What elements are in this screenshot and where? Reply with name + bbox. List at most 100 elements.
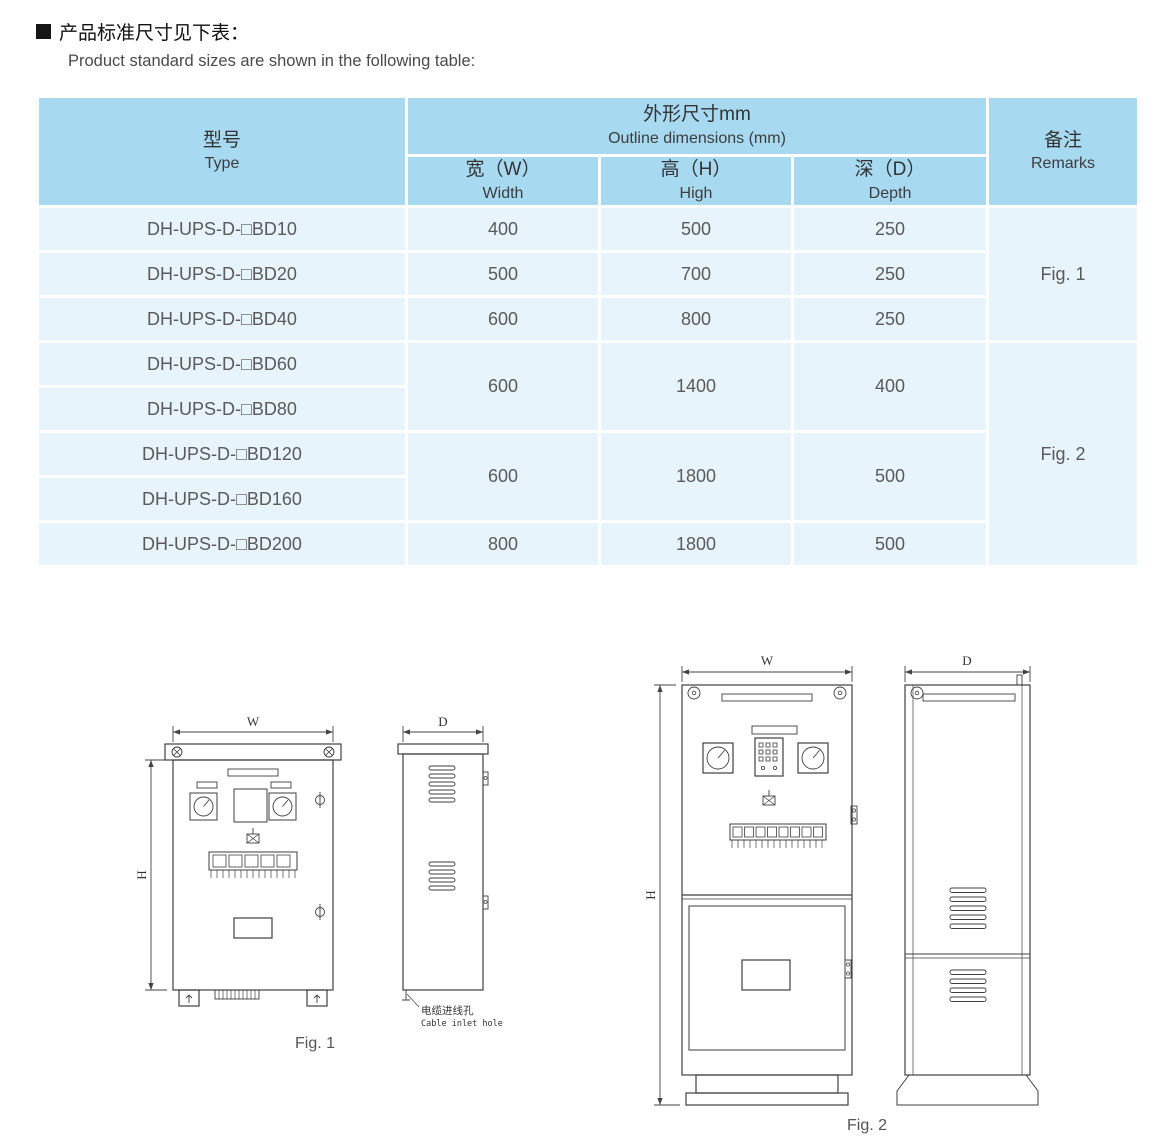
figure-2: W H D Fig. 2 — [630, 648, 1060, 1148]
cell-width: 400 — [408, 208, 598, 250]
cell-width: 600 — [408, 298, 598, 340]
fig1-bottom-box — [233, 917, 273, 939]
fig1-mounting-feet — [178, 989, 328, 1007]
cell-width-merged: 600 — [408, 433, 598, 520]
fig2-upper-hinge — [850, 805, 858, 825]
cell-width: 500 — [408, 253, 598, 295]
col-header-depth-zh: 深（D） — [854, 159, 926, 181]
fig2-side-louvers-upper — [949, 887, 987, 929]
fig1-left-gauge — [189, 792, 218, 821]
cell-type: DH-UPS-D-□BD200 — [39, 523, 405, 565]
table-row: DH-UPS-D-□BD160 — [39, 478, 1137, 520]
fig2-side-louvers-lower — [949, 969, 987, 1002]
fig1-dimension-lines — [145, 726, 334, 991]
cell-type: DH-UPS-D-□BD80 — [39, 388, 405, 430]
fig2-drawing: W H D Fig. 2 — [643, 653, 1039, 1134]
table-row: DH-UPS-D-□BD60 600 1400 400 Fig. 2 — [39, 343, 1137, 565]
col-header-remarks-zh: 备注 — [1043, 129, 1082, 151]
fig2-terminal-block — [729, 823, 827, 848]
cell-type: DH-UPS-D-□BD60 — [39, 343, 405, 385]
size-table: 型号 Type 外形尺寸mm Outline dimensions (mm) 备… — [36, 95, 1140, 568]
cell-remark-fig2: Fig. 2 — [989, 343, 1137, 565]
cell-high: 700 — [601, 253, 791, 295]
fig2-dimension-d — [904, 666, 1031, 682]
fig2-base — [685, 1074, 849, 1106]
fig2-dim-h-label: H — [643, 890, 658, 899]
col-header-remarks: 备注 Remarks — [989, 98, 1137, 205]
col-header-type-zh: 型号 — [202, 129, 241, 151]
fig1-side-knob-top — [315, 792, 325, 808]
cell-depth: 500 — [794, 523, 986, 565]
col-header-outline-zh: 外形尺寸mm — [643, 104, 751, 126]
fig1-terminal-block — [208, 851, 298, 878]
fig2-lifting-eyes — [687, 686, 847, 700]
table-row: DH-UPS-D-□BD40 600 800 250 — [39, 298, 1137, 340]
section-heading: 产品标准尺寸见下表： Product standard sizes are sh… — [36, 18, 475, 71]
fig1-dim-h-label: H — [134, 870, 149, 879]
col-header-high-en: High — [679, 184, 713, 202]
cell-type: DH-UPS-D-□BD20 — [39, 253, 405, 295]
col-header-outline-en: Outline dimensions (mm) — [608, 129, 786, 147]
col-header-type-en: Type — [204, 155, 240, 173]
fig2-lower-hinge — [844, 959, 852, 979]
cell-high-merged: 1400 — [601, 343, 791, 430]
col-header-depth: 深（D） Depth — [794, 157, 986, 205]
fig1-drawing: W H D 电缆进线孔 Cable inlet hole Fig. 1 — [134, 714, 503, 1052]
col-header-width-en: Width — [482, 184, 524, 202]
col-header-high-zh: 高（H） — [660, 159, 732, 181]
cell-high: 800 — [601, 298, 791, 340]
fig1-louvers — [428, 765, 456, 891]
fig1-caption: Fig. 1 — [295, 1035, 335, 1052]
cell-width-merged: 600 — [408, 343, 598, 430]
cell-type: DH-UPS-D-□BD160 — [39, 478, 405, 520]
cell-depth: 250 — [794, 208, 986, 250]
fig2-side-lifting-eye — [910, 674, 1023, 700]
fig1-dim-w-label: W — [247, 714, 260, 729]
fig2-front-view — [681, 684, 858, 1106]
table-row: DH-UPS-D-□BD120 600 1800 500 — [39, 433, 1137, 520]
table-row: DH-UPS-D-□BD20 500 700 250 — [39, 253, 1137, 295]
col-header-outline: 外形尺寸mm Outline dimensions (mm) — [408, 98, 986, 154]
col-header-width-zh: 宽（W） — [465, 159, 541, 181]
heading-en-text: Product standard sizes are shown in the … — [68, 52, 476, 70]
fig2-dim-d-label: D — [962, 653, 971, 668]
table-row: DH-UPS-D-□BD10 400 500 250 Fig. 1 — [39, 208, 1137, 340]
cell-depth: 250 — [794, 253, 986, 295]
fig2-nameplate — [741, 959, 791, 991]
fig1-center-unit — [233, 788, 268, 823]
cell-high: 500 — [601, 208, 791, 250]
fig1-dim-d-label: D — [438, 714, 447, 729]
fig2-side-view — [896, 674, 1039, 1106]
cell-depth-merged: 500 — [794, 433, 986, 520]
table-row: DH-UPS-D-□BD200 800 1800 500 — [39, 523, 1137, 565]
fig1-hinges — [482, 771, 489, 910]
figure-1: W H D 电缆进线孔 Cable inlet hole Fig. 1 — [115, 700, 515, 1052]
cell-type: DH-UPS-D-□BD10 — [39, 208, 405, 250]
fig2-alarm-symbol — [762, 790, 776, 806]
col-header-high: 高（H） High — [601, 157, 791, 205]
fig1-cable-label-en: Cable inlet hole — [421, 1019, 503, 1029]
fig2-side-base — [896, 1074, 1039, 1106]
cell-depth-merged: 400 — [794, 343, 986, 430]
fig1-side-knob-bottom — [315, 904, 325, 920]
cell-remark-fig1: Fig. 1 — [989, 208, 1137, 340]
fig1-cable-label-zh: 电缆进线孔 — [421, 1004, 474, 1017]
section-marker-icon — [36, 24, 51, 39]
cell-width: 800 — [408, 523, 598, 565]
table-row: DH-UPS-D-□BD80 — [39, 388, 1137, 430]
fig2-dimension-lines — [654, 666, 853, 1106]
fig1-right-gauge — [268, 792, 297, 821]
heading-zh-text: 产品标准尺寸见下表： — [59, 23, 250, 44]
cell-depth: 250 — [794, 298, 986, 340]
cell-high-merged: 1800 — [601, 433, 791, 520]
col-header-depth-en: Depth — [868, 184, 912, 202]
col-header-remarks-en: Remarks — [1030, 155, 1095, 173]
fig1-dimension-d — [402, 726, 484, 742]
fig2-lower-door — [688, 905, 852, 1051]
col-header-type: 型号 Type — [39, 98, 405, 205]
fig2-right-gauge — [797, 742, 829, 774]
heading-zh-line: 产品标准尺寸见下表： — [36, 18, 475, 45]
cell-type: DH-UPS-D-□BD120 — [39, 433, 405, 475]
cell-high: 1800 — [601, 523, 791, 565]
